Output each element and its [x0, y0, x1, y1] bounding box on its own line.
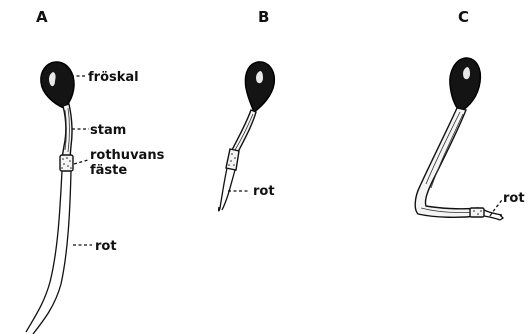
panel-c-letter: C	[458, 8, 469, 26]
panel-b-stem	[232, 110, 256, 152]
panel-c: C rot	[415, 8, 524, 220]
panel-b-letter: B	[258, 8, 269, 26]
label-rot-c: rot	[503, 191, 525, 206]
panel-a-letter: A	[36, 8, 48, 26]
panel-b-root-cap	[226, 149, 239, 170]
panel-a-root-cap	[60, 155, 73, 171]
panel-b-root	[219, 168, 235, 211]
panel-b-seed-coat	[245, 62, 274, 112]
panel-b: B rot	[219, 8, 275, 211]
label-froskal: fröskal	[88, 70, 139, 85]
panel-a-seed-coat	[41, 62, 74, 108]
label-faste: fäste	[90, 163, 127, 178]
label-rot-a: rot	[95, 239, 117, 254]
label-rot-b: rot	[253, 184, 275, 199]
panel-a: A fröskal	[26, 8, 165, 334]
label-rothuvans: rothuvans	[90, 148, 165, 163]
panel-c-root-cap	[470, 208, 484, 217]
label-stam: stam	[90, 123, 126, 138]
panel-c-seed-coat	[450, 58, 480, 112]
panel-c-stem	[415, 108, 478, 217]
panel-a-root	[26, 171, 71, 334]
panel-a-stem	[62, 104, 72, 158]
